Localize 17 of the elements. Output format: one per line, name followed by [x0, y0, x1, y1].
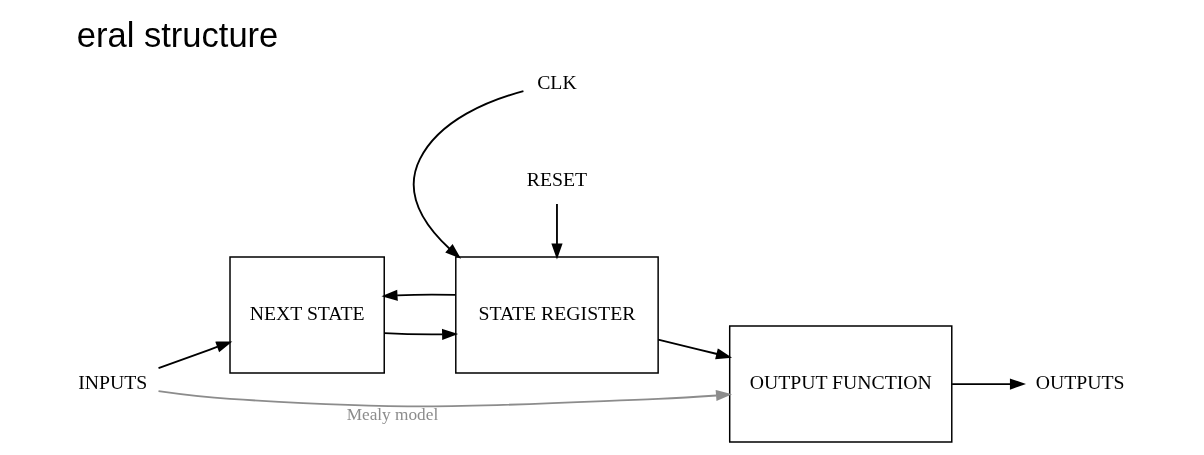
arrow: [551, 202, 563, 259]
node-text: RESET: [526, 167, 588, 190]
node-text: INPUTS: [78, 370, 148, 393]
arrow: [157, 340, 233, 369]
arrow: [381, 289, 457, 301]
arrow: [412, 89, 525, 259]
arrow: [951, 377, 1026, 390]
node-text: CLK: [537, 70, 577, 93]
diagram-title: eral structure: [76, 15, 279, 54]
arrow: [657, 338, 733, 359]
node-box: NEXT STATE: [229, 255, 385, 374]
node-box: STATE REGISTER: [455, 255, 659, 374]
edge-label: Mealy model: [346, 404, 439, 424]
node-text: OUTPUTS: [1035, 370, 1125, 393]
arrow: [157, 389, 733, 407]
node-box: OUTPUT FUNCTION: [728, 324, 953, 443]
arrow: [383, 328, 459, 340]
